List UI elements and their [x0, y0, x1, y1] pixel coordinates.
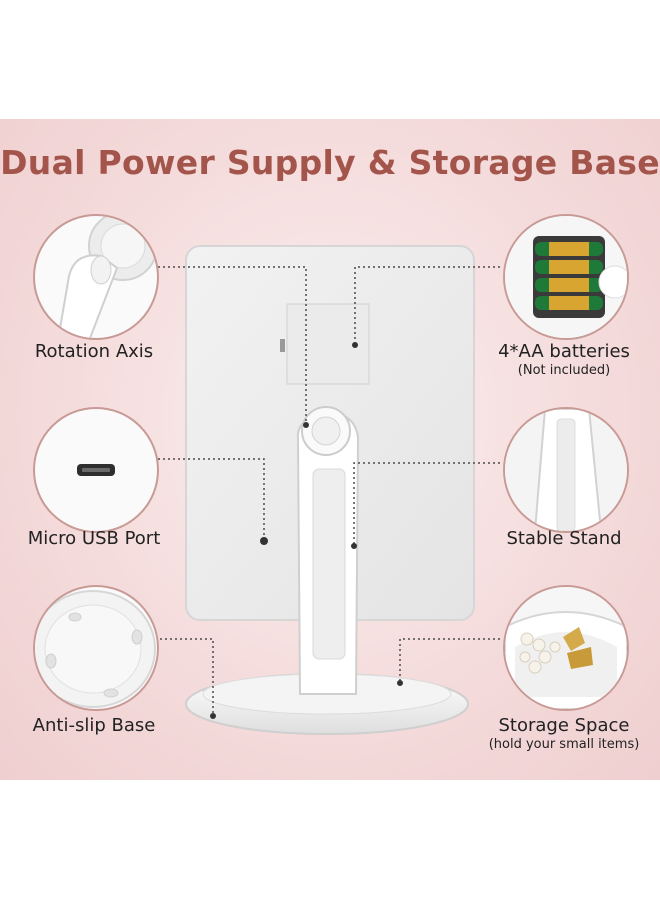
micro-usb-circle: [33, 407, 159, 533]
guide-storage-space: [399, 638, 500, 681]
aa-batteries-icon: [505, 216, 627, 338]
stand-groove: [312, 468, 346, 660]
batteries-circle: [503, 214, 629, 340]
compartment-latch: [280, 339, 285, 352]
stable-stand-icon: [505, 409, 627, 531]
storage-space-label: Storage Space: [498, 715, 630, 736]
guide-lines: [158, 266, 500, 719]
anti-slip-circle: [33, 585, 159, 711]
stable-stand-circle: [503, 407, 629, 533]
product-infographic: Dual Power Supply & Storage Base: [0, 119, 660, 780]
guide-batteries: [354, 266, 500, 344]
rotation-axis-label: Rotation Axis: [34, 341, 154, 362]
guide-anti-slip: [160, 638, 214, 715]
micro-usb-port-icon: [77, 464, 115, 476]
anti-slip-base-icon: [35, 590, 156, 708]
storage-space-note: (hold your small items): [488, 737, 640, 752]
batteries-note: (Not included): [517, 363, 611, 378]
mirror-illustration: [185, 245, 475, 735]
guide-micro-usb: [158, 458, 265, 539]
anti-slip-label: Anti-slip Base: [32, 715, 156, 736]
batteries-label: 4*AA batteries: [498, 341, 630, 362]
micro-usb-label: Micro USB Port: [27, 528, 161, 549]
page-title: Dual Power Supply & Storage Base: [0, 143, 660, 182]
guide-stable-stand: [353, 462, 500, 544]
rotation-axis-icon: [57, 216, 157, 338]
storage-space-icon: [505, 587, 627, 709]
stable-stand-label: Stable Stand: [506, 528, 622, 549]
storage-space-circle: [503, 585, 629, 711]
rotation-axis-circle: [33, 214, 159, 340]
guide-rotation-axis: [158, 266, 307, 425]
